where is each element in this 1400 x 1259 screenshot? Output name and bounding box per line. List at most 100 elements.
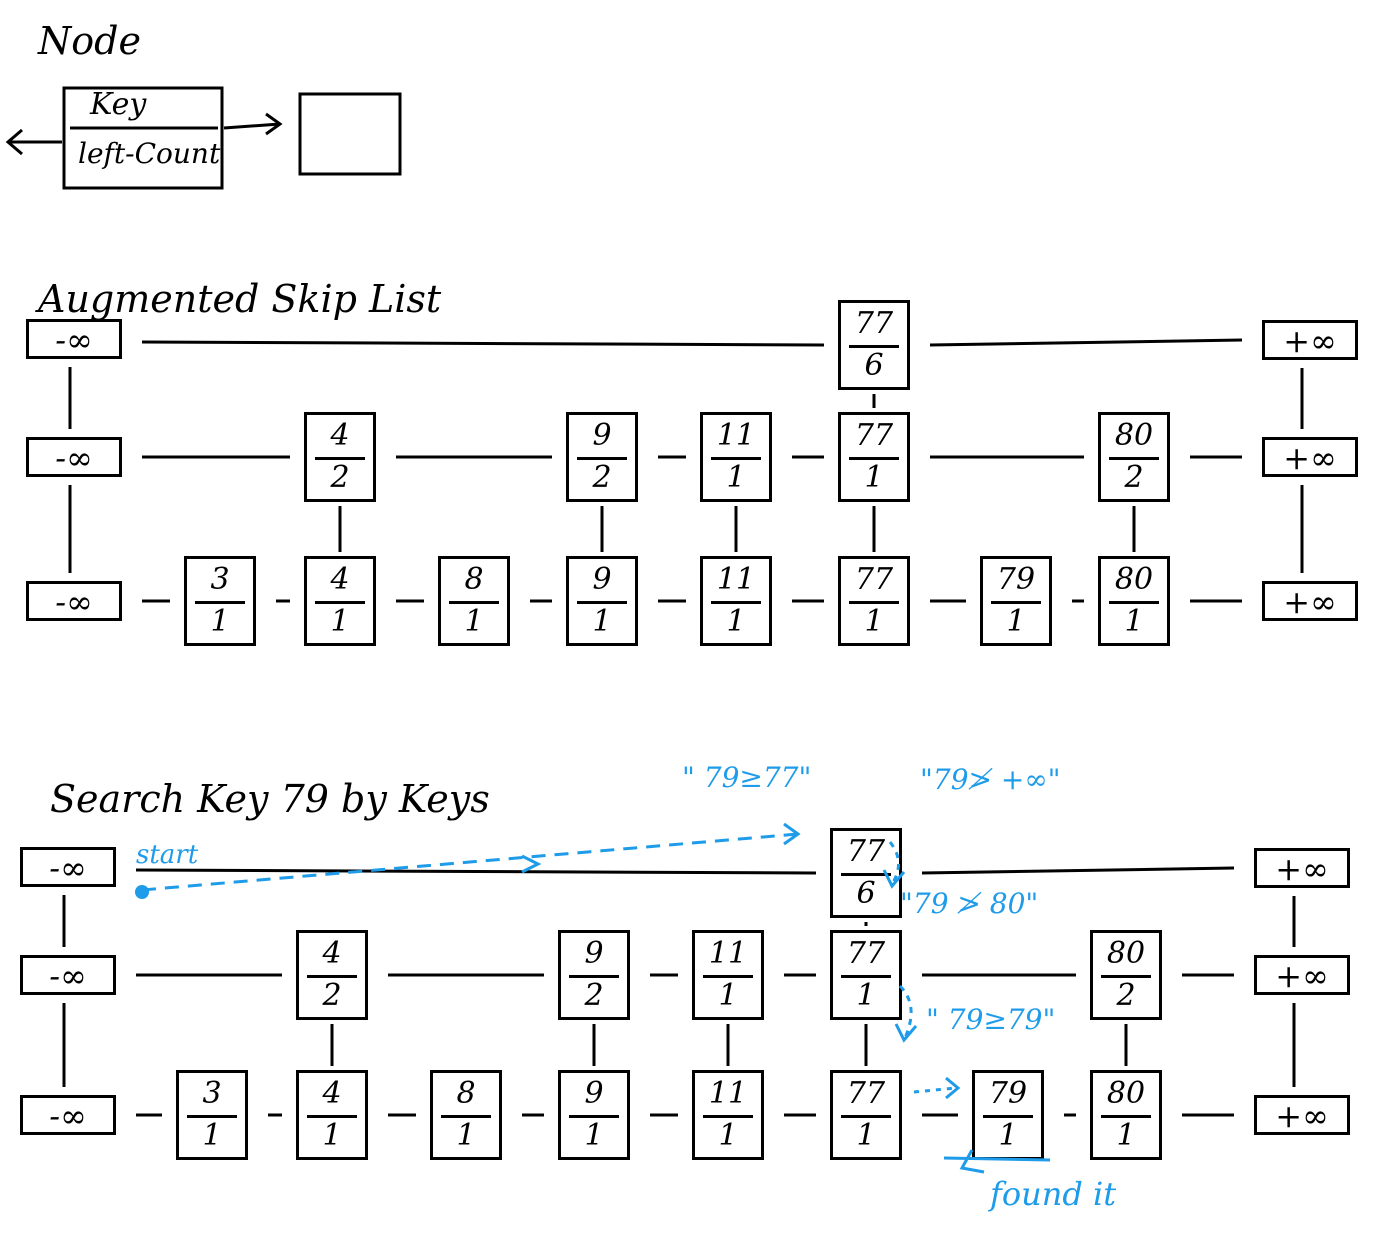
node-left-count: 1 — [1124, 604, 1144, 639]
node-divider — [1101, 975, 1151, 978]
node-legend-title: Node — [38, 19, 141, 63]
node-key: 79 — [988, 1076, 1028, 1111]
node-divider — [187, 1115, 237, 1118]
annotation-79-ngt-inf: "79≯ +∞" — [920, 763, 1061, 796]
node-key: 4 — [330, 562, 350, 597]
node-key: 11 — [716, 562, 756, 597]
node-key: 11 — [716, 418, 756, 453]
node-left-count: 2 — [330, 460, 350, 495]
search-path-level1-head — [783, 822, 801, 846]
found-arrowhead — [959, 1149, 985, 1174]
node-divider — [1109, 457, 1159, 460]
pos-inf-node-level2: +∞ — [1254, 955, 1350, 995]
node-key: 77 — [846, 1076, 886, 1111]
search-start-dot — [135, 885, 149, 899]
node-divider — [1101, 1115, 1151, 1118]
node-key: 77 — [846, 834, 886, 869]
node-key: 9 — [592, 562, 612, 597]
search-path-level1 — [141, 832, 799, 892]
node-left-count: 1 — [864, 460, 884, 495]
neg-inf-node-level1: -∞ — [20, 847, 116, 887]
node-left-count: 2 — [592, 460, 612, 495]
node-left-count: 1 — [856, 978, 876, 1013]
horizontal-link — [921, 866, 1235, 875]
horizontal-link — [141, 340, 825, 347]
node-key: 77 — [846, 936, 886, 971]
neg-inf-node-level3: -∞ — [20, 1095, 116, 1135]
neg-inf-node-level1: -∞ — [26, 319, 122, 359]
node-divider — [849, 601, 899, 604]
node-left-count: 1 — [330, 604, 350, 639]
node-key: 4 — [322, 936, 342, 971]
node-key: 80 — [1114, 418, 1154, 453]
node-divider — [849, 345, 899, 348]
node-left-count: 2 — [584, 978, 604, 1013]
node-divider — [449, 601, 499, 604]
node-key: 80 — [1114, 562, 1154, 597]
node-divider — [315, 457, 365, 460]
node-key: 9 — [584, 936, 604, 971]
node-key: 80 — [1106, 1076, 1146, 1111]
node-left-count: 1 — [202, 1118, 222, 1153]
pos-inf-node-level3: +∞ — [1254, 1095, 1350, 1135]
node-left-count: 2 — [322, 978, 342, 1013]
node-left-count: 1 — [456, 1118, 476, 1153]
node-left-count: 1 — [864, 604, 884, 639]
node-left-count: 1 — [592, 604, 612, 639]
found-arrow — [943, 1156, 1051, 1162]
neg-inf-node-level2: -∞ — [26, 437, 122, 477]
node-divider — [315, 601, 365, 604]
node-divider — [841, 1115, 891, 1118]
node-divider — [307, 975, 357, 978]
search-path-down1 — [888, 841, 900, 885]
node-divider — [569, 1115, 619, 1118]
node-key: 80 — [1106, 936, 1146, 971]
horizontal-link — [929, 338, 1243, 347]
node-left-count: 6 — [856, 876, 876, 911]
search-title: Search Key 79 by Keys — [50, 777, 490, 821]
node-key: 77 — [854, 418, 894, 453]
node-divider — [1109, 601, 1159, 604]
neg-inf-node-level2: -∞ — [20, 955, 116, 995]
node-divider — [577, 601, 627, 604]
node-left-count: 2 — [1116, 978, 1136, 1013]
node-left-count: 1 — [1116, 1118, 1136, 1153]
node-key: 77 — [854, 306, 894, 341]
node-key: 79 — [996, 562, 1036, 597]
node-left-count: 1 — [464, 604, 484, 639]
node-key: 3 — [202, 1076, 222, 1111]
node-divider — [991, 601, 1041, 604]
node-left-count: 1 — [322, 1118, 342, 1153]
legend-count-label: left-Count — [78, 137, 221, 170]
pos-inf-node-level1: +∞ — [1254, 848, 1350, 888]
node-divider — [195, 601, 245, 604]
neg-inf-node-level3: -∞ — [26, 581, 122, 621]
node-divider — [841, 873, 891, 876]
horizontal-link — [135, 868, 817, 875]
annotation-found-it: found it — [990, 1175, 1117, 1213]
annotation-79-ge-79: " 79≥79" — [926, 1003, 1056, 1036]
node-left-count: 1 — [584, 1118, 604, 1153]
legend-node-box — [62, 86, 224, 190]
node-divider — [307, 1115, 357, 1118]
